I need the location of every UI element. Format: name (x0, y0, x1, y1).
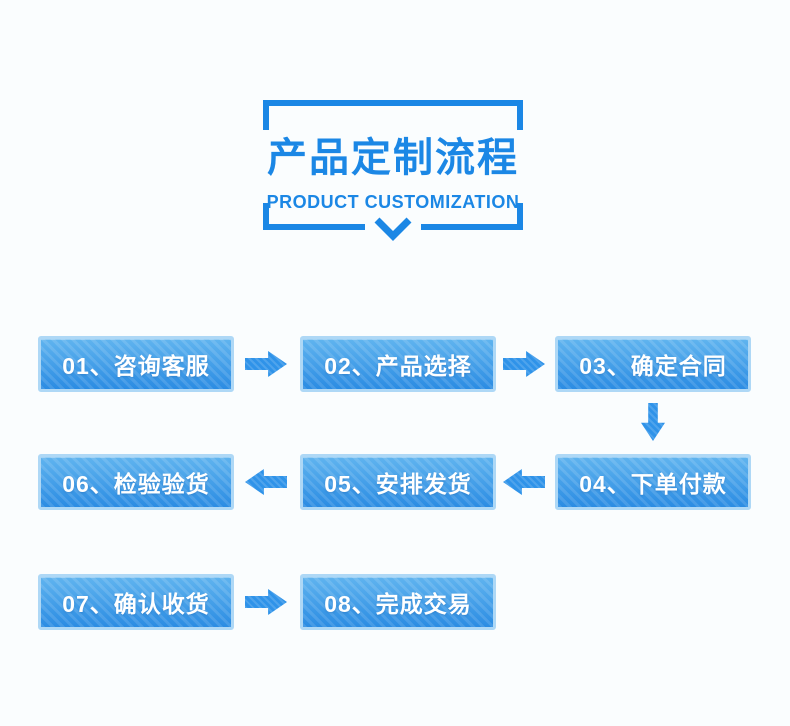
step-label-04: 04、下单付款 (579, 471, 727, 497)
step-box-01: 01、咨询客服 (38, 336, 234, 392)
arrow-right-icon (503, 351, 545, 377)
step-box-06: 06、检验验货 (38, 454, 234, 510)
frame-bottom-left-border (263, 224, 365, 230)
step-label-02: 02、产品选择 (324, 353, 472, 379)
step-label-07: 07、确认收货 (62, 591, 210, 617)
page-title: 产品定制流程 (267, 136, 519, 180)
step-label-06: 06、检验验货 (62, 471, 210, 497)
arrow-left-icon (245, 469, 287, 495)
step-label-01: 01、咨询客服 (62, 353, 210, 379)
frame-bottom-right-cap (517, 203, 523, 230)
step-box-05: 05、安排发货 (300, 454, 496, 510)
step-box-02: 02、产品选择 (300, 336, 496, 392)
chevron-down-icon (374, 217, 412, 241)
frame-bottom-right-border (421, 224, 523, 230)
step-box-03: 03、确定合同 (555, 336, 751, 392)
step-box-08: 08、完成交易 (300, 574, 496, 630)
arrow-down-icon (641, 403, 665, 441)
frame-top-left-cap (263, 100, 269, 130)
arrow-left-icon (503, 469, 545, 495)
step-box-07: 07、确认收货 (38, 574, 234, 630)
step-label-08: 08、完成交易 (324, 591, 472, 617)
frame-bottom-left-cap (263, 203, 269, 230)
arrow-right-icon (245, 351, 287, 377)
step-label-03: 03、确定合同 (579, 353, 727, 379)
step-box-04: 04、下单付款 (555, 454, 751, 510)
title-frame: 产品定制流程 PRODUCT CUSTOMIZATION (263, 100, 523, 241)
arrow-right-icon (245, 589, 287, 615)
frame-top-right-cap (517, 100, 523, 130)
frame-top-border (263, 100, 523, 106)
step-label-05: 05、安排发货 (324, 471, 472, 497)
page-subtitle: PRODUCT CUSTOMIZATION (266, 192, 520, 212)
